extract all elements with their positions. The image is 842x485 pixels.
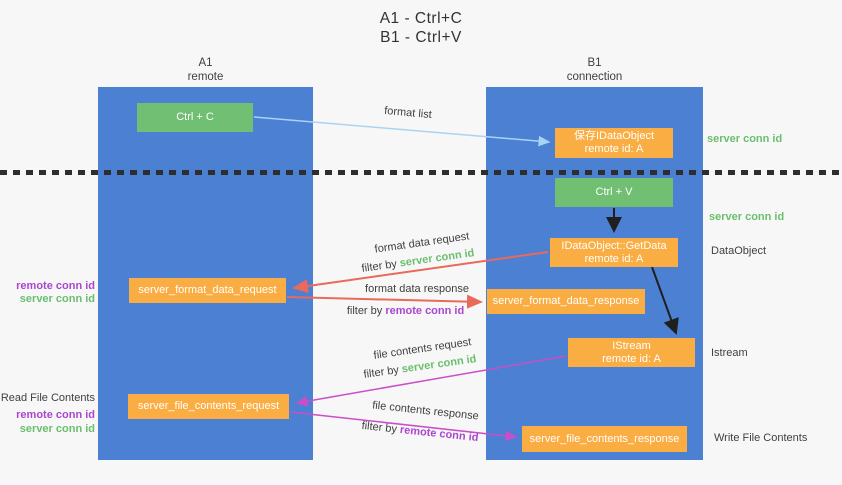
lane-left-role: remote [187,71,224,83]
annotation-write-file-contents: Write File Contents [714,432,808,444]
edge-label-format-data-response: format data response [365,283,469,295]
annotation-format-server-conn-id: server conn id [19,293,95,305]
node-server-format-data-response: server_format_data_response [487,289,645,314]
filter-key-remote-conn-id: remote conn id [399,423,479,445]
node-ctrl-v: Ctrl + V [555,178,673,207]
save-dataobject-line1: 保存IDataObject [573,130,655,142]
annotation-read-file-contents: Read File Contents [0,392,95,404]
ctrl-v-label: Ctrl + V [595,186,633,198]
save-dataobject-line2: remote id: A [584,143,644,155]
annotation-istream: Istream [711,347,748,359]
filter-prefix: filter by [361,419,401,436]
filter-key-remote-conn-id: remote conn id [385,305,465,317]
istream-line2: remote id: A [602,352,661,365]
ctrl-c-label: Ctrl + C [176,111,214,123]
filter-prefix: filter by [362,363,403,381]
annotation-dataobject: DataObject [711,245,767,257]
annotation-file-server-conn-id: server conn id [19,423,95,435]
getdata-line2: remote id: A [584,252,644,265]
annotation-file-remote-conn-id: remote conn id [16,409,95,421]
lane-header-right: B1 connection [486,56,703,84]
phase-separator-dotted-line [0,170,842,175]
edge-label-filter-format-response: filter by remote conn id [338,305,473,317]
format-request-label: server_format_data_request [138,284,277,296]
node-istream: IStream remote id: A [568,338,695,367]
annotation-server-conn-id-top: server conn id [707,133,783,145]
node-server-file-contents-request: server_file_contents_request [128,394,289,419]
file-request-label: server_file_contents_request [137,400,280,412]
format-response-label: server_format_data_response [492,295,640,307]
edge-label-file-contents-response: file contents response [371,399,480,423]
format-data-response-arrow [286,294,483,309]
lane-right-name: B1 [587,57,602,69]
getdata-line1: IDataObject::GetData [561,239,667,252]
file-response-label: server_file_contents_response [529,432,680,445]
lane-header-left: A1 remote [98,56,313,84]
filter-key-server-conn-id: server conn id [400,353,478,376]
node-save-dataobject: 保存IDataObject remote id: A [555,128,673,158]
node-server-file-contents-response: server_file_contents_response [522,426,687,452]
lane-right-role: connection [566,71,623,83]
lane-left-name: A1 [198,57,213,69]
title-line-1: A1 - Ctrl+C [379,10,463,27]
istream-line1: IStream [612,339,651,352]
filter-prefix: filter by [360,257,401,275]
node-server-format-data-request: server_format_data_request [129,278,286,303]
title-line-2: B1 - Ctrl+V [380,29,462,46]
node-ctrl-c: Ctrl + C [137,103,253,132]
edge-label-format-list: format list [383,104,433,122]
edge-label-filter-file-response: filter by remote conn id [350,419,490,446]
node-idataobject-getdata: IDataObject::GetData remote id: A [550,238,678,267]
annotation-server-conn-id-mid: server conn id [709,211,785,223]
diagram-title: A1 - Ctrl+C B1 - Ctrl+V [0,9,842,47]
filter-prefix: filter by [346,305,386,317]
annotation-format-remote-conn-id: remote conn id [16,280,95,292]
